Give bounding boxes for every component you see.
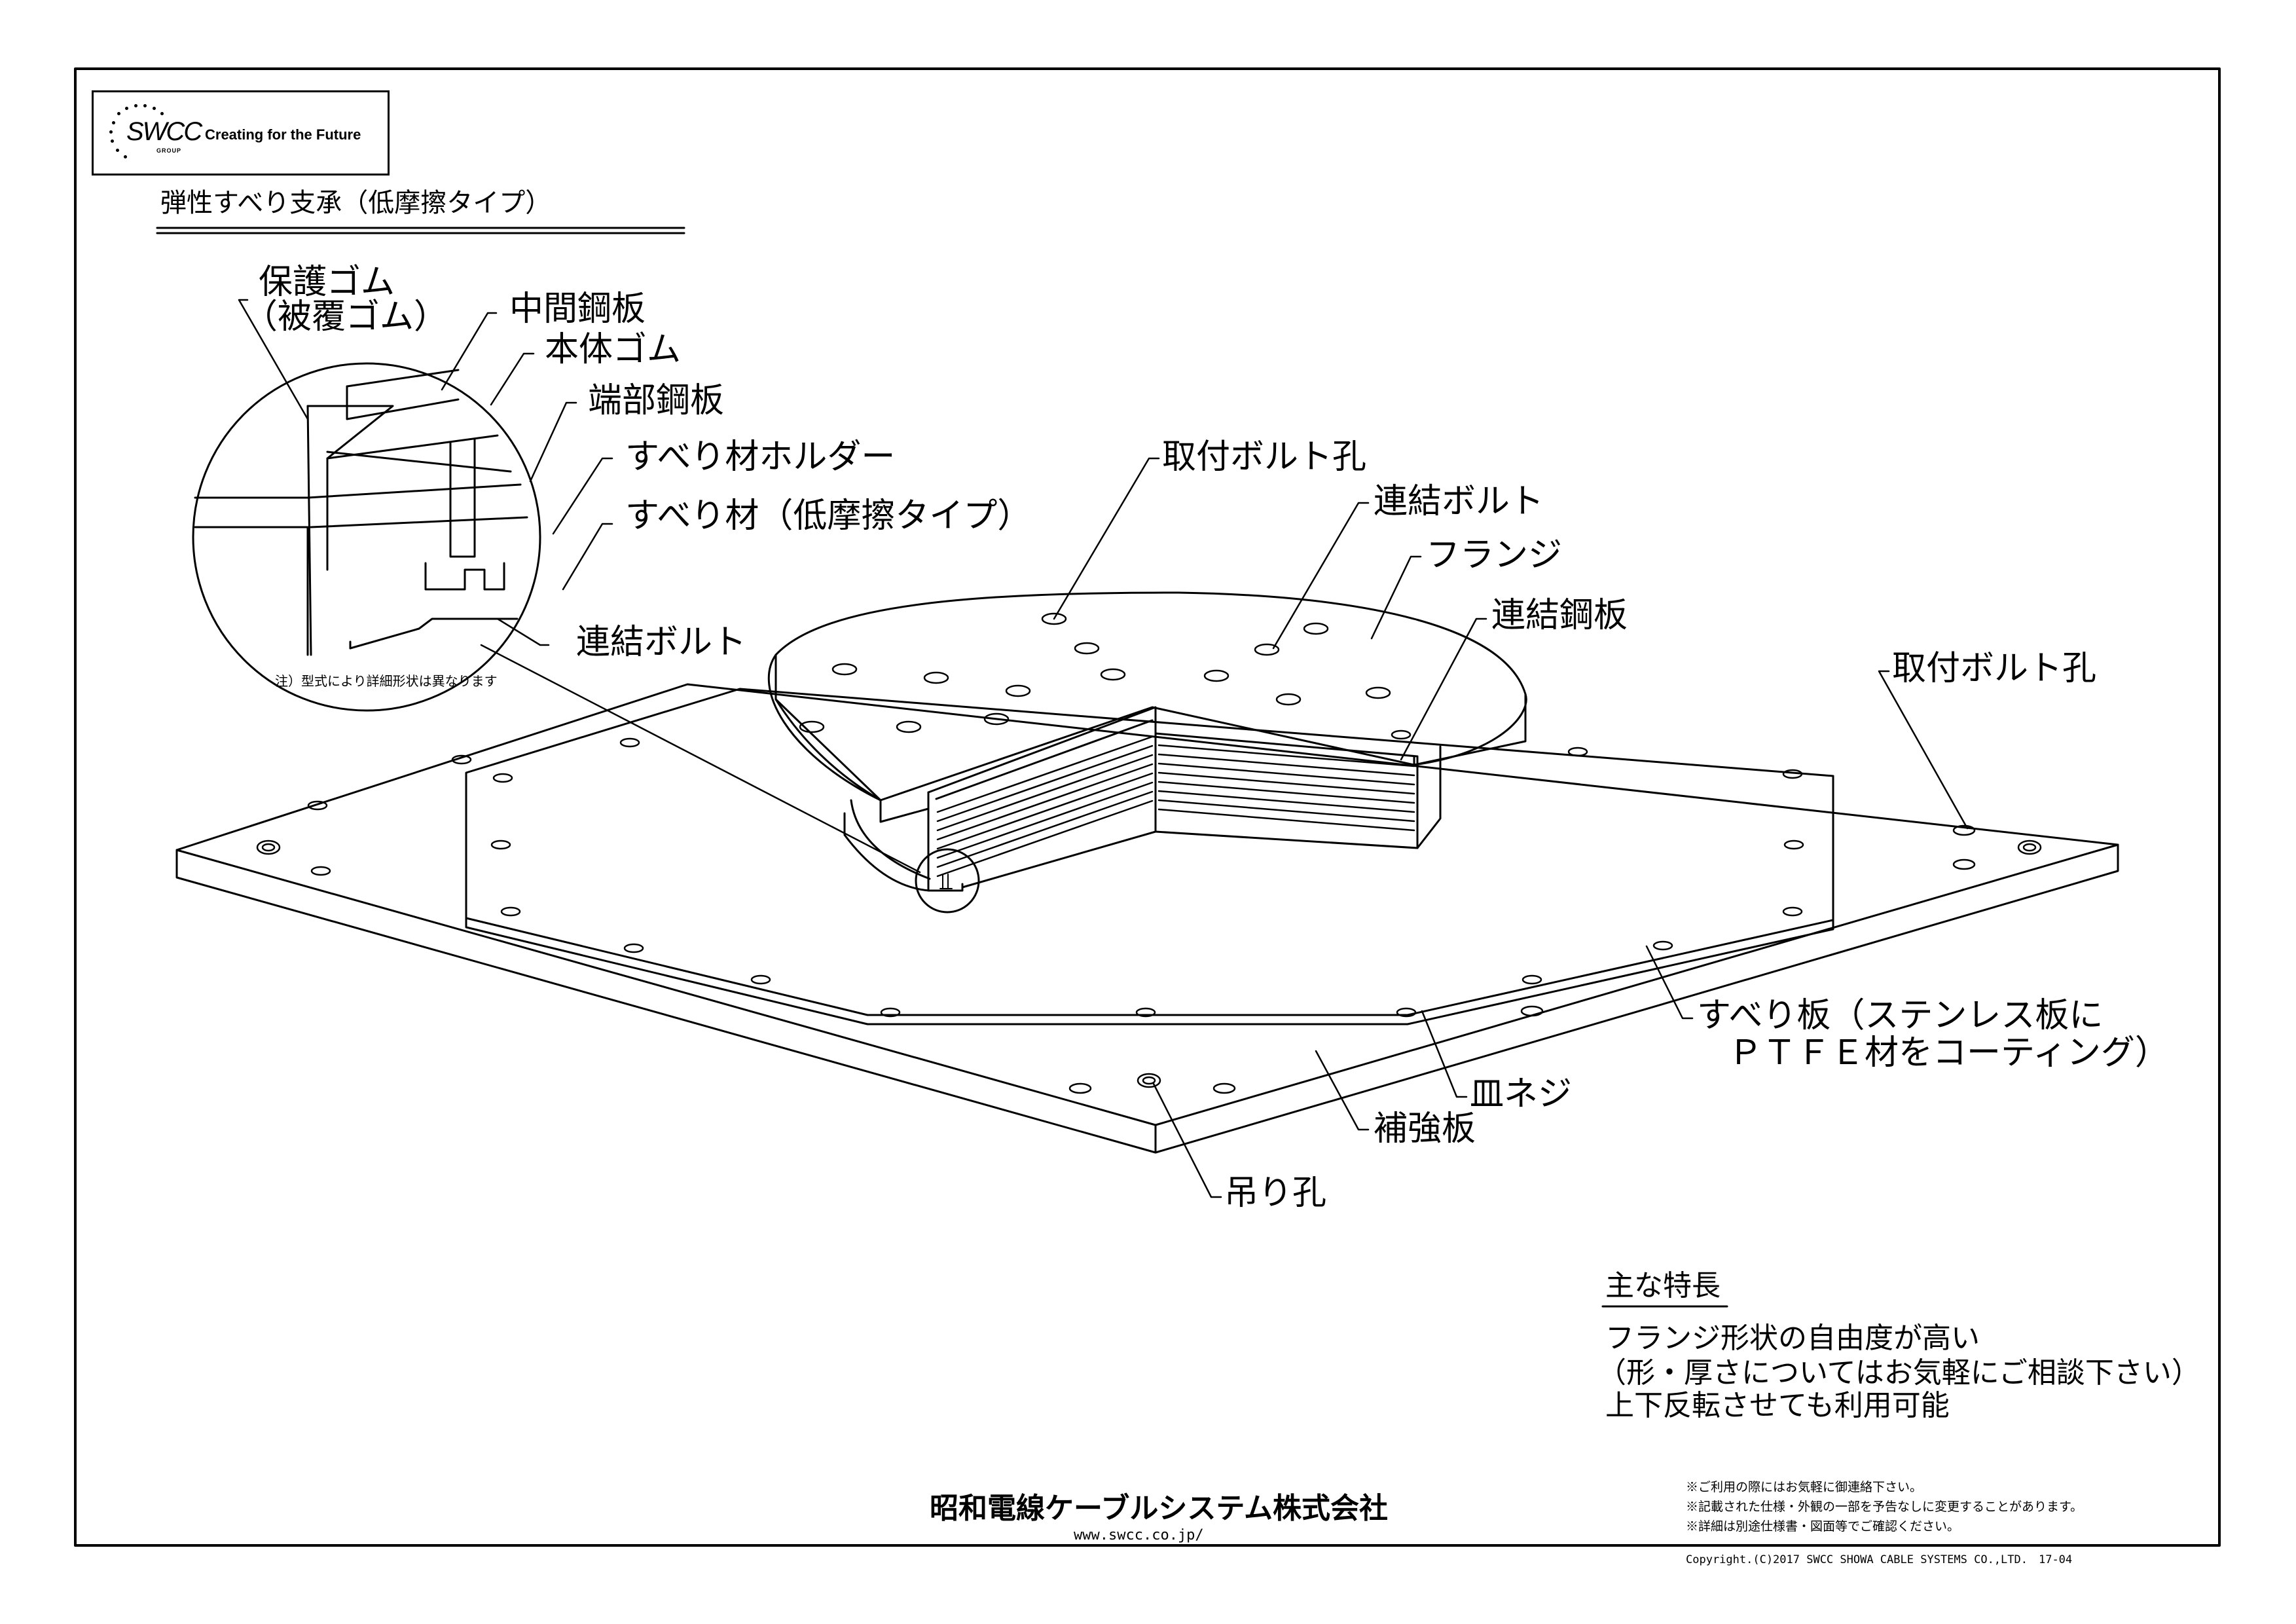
countersunk-screws xyxy=(490,729,1804,1018)
label-reinforce-plate: 補強板 xyxy=(1374,1109,1476,1149)
company-name: 昭和電線ケーブルシステム株式会社 xyxy=(930,1492,1389,1525)
label-mount-hole-right: 取付ボルト孔 xyxy=(1892,649,2097,688)
label-slider-holder: すべり材ホルダー xyxy=(625,437,896,477)
label-screw: 皿ネジ xyxy=(1470,1075,1573,1114)
label-cover-rubber-sub: （被覆ゴム） xyxy=(244,297,448,337)
features-heading: 主な特長 xyxy=(1605,1269,1721,1302)
feature-line-3: 上下反転させても利用可能 xyxy=(1605,1389,1950,1422)
page-title: 弾性すべり支承（低摩擦タイプ） xyxy=(160,188,552,218)
laminated-layers xyxy=(936,735,1415,877)
detail-note: 注）型式により詳細形状は異なります xyxy=(275,673,498,689)
detail-leader xyxy=(480,644,921,874)
reinforcement-plate xyxy=(175,683,2119,1154)
detail-callout-circle xyxy=(915,848,980,913)
main-leader-lines xyxy=(1053,457,1969,1198)
feature-line-2: （形・厚さについてはお気軽にご相談下さい） xyxy=(1597,1356,2200,1390)
drawing-frame xyxy=(74,67,2221,1547)
label-detail-bolt: 連結ボルト xyxy=(576,623,747,662)
copyright: Copyright.(C)2017 SWCC SHOWA CABLE SYSTE… xyxy=(1686,1553,2073,1566)
label-mount-hole-top: 取付ボルト孔 xyxy=(1162,437,1367,477)
label-connect-bolt: 連結ボルト xyxy=(1374,482,1544,521)
sliding-plate xyxy=(465,688,1834,1025)
label-connect-plate: 連結鋼板 xyxy=(1491,596,1628,635)
logo-mark: SWCC xyxy=(126,117,202,146)
label-flange: フランジ xyxy=(1426,536,1563,575)
label-cover-rubber: 保護ゴム xyxy=(259,263,395,302)
logo-slogan: Creating for the Future xyxy=(205,126,361,143)
lifting-holes xyxy=(256,840,2042,1088)
footer-note-3: ※詳細は別途仕様書・図面等でご確認ください。 xyxy=(1686,1519,1960,1534)
company-url: www.swcc.co.jp/ xyxy=(1074,1527,1204,1543)
label-lift-hole: 吊り孔 xyxy=(1224,1173,1327,1213)
label-inner-plate: 中間鋼板 xyxy=(509,289,646,329)
detail-leader-lines xyxy=(238,299,613,646)
flange xyxy=(767,591,1527,823)
label-body-rubber: 本体ゴム xyxy=(545,330,682,369)
label-slide-plate: すべり板（ステンレス板に xyxy=(1697,996,2104,1035)
logo-group: GROUP xyxy=(156,147,182,154)
flange-bolt-holes xyxy=(799,612,1391,733)
label-slider: すべり材（低摩擦タイプ） xyxy=(625,496,1032,536)
label-end-plate: 端部鋼板 xyxy=(588,381,725,420)
feature-line-1: フランジ形状の自由度が高い xyxy=(1605,1321,1980,1355)
detail-view xyxy=(192,362,541,712)
footer-note-1: ※ご利用の際にはお気軽に御連絡下さい。 xyxy=(1686,1480,1923,1494)
company-logo: SWCC GROUP Creating for the Future xyxy=(92,90,390,175)
label-slide-plate-sub: ＰＴＦＥ材をコーティング） xyxy=(1728,1033,2169,1073)
footer-note-2: ※記載された仕様・外観の一部を予告なしに変更することがあります。 xyxy=(1686,1500,2083,1514)
mount-bolt-holes xyxy=(307,754,1976,1094)
